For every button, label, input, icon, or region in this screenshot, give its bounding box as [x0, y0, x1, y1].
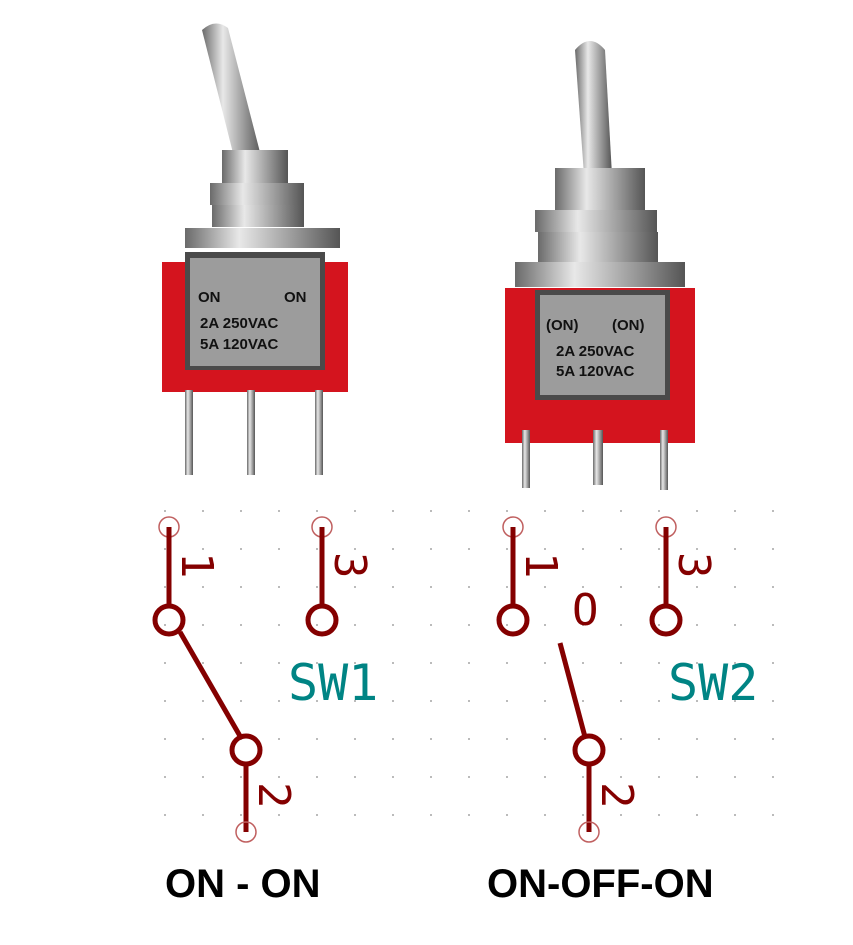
pin-label-1: 1 [515, 552, 566, 579]
pin-label-3: 3 [668, 552, 719, 579]
reference-label-sw2: SW2 [668, 654, 758, 712]
schematic-grid [140, 510, 800, 850]
marking-left: (ON) [546, 317, 579, 334]
pin-label-2: 2 [248, 782, 299, 809]
pin-label-3: 3 [324, 552, 375, 579]
caption-on-off-on: ON-OFF-ON [487, 862, 714, 906]
switch-photo-sw1: ON ON 2A 250VAC 5A 120VAC [162, 23, 348, 475]
caption-on-on: ON - ON [165, 862, 321, 906]
pin-label-1: 1 [171, 552, 222, 579]
switch-photo-sw2: (ON) (ON) 2A 250VAC 5A 120VAC [505, 41, 695, 490]
marking-rating-1: 2A 250VAC [556, 343, 635, 360]
schematic-sw2 [496, 516, 683, 843]
marking-rating-2: 5A 120VAC [556, 363, 635, 380]
pin-label-2: 2 [591, 782, 642, 809]
marking-right: ON [284, 289, 307, 306]
pin-label-center: O [572, 585, 599, 636]
reference-label-sw1: SW1 [288, 654, 378, 712]
marking-left: ON [198, 289, 221, 306]
marking-rating-1: 2A 250VAC [200, 315, 279, 332]
schematic-sw1 [152, 516, 339, 843]
marking-right: (ON) [612, 317, 645, 334]
marking-rating-2: 5A 120VAC [200, 336, 279, 353]
